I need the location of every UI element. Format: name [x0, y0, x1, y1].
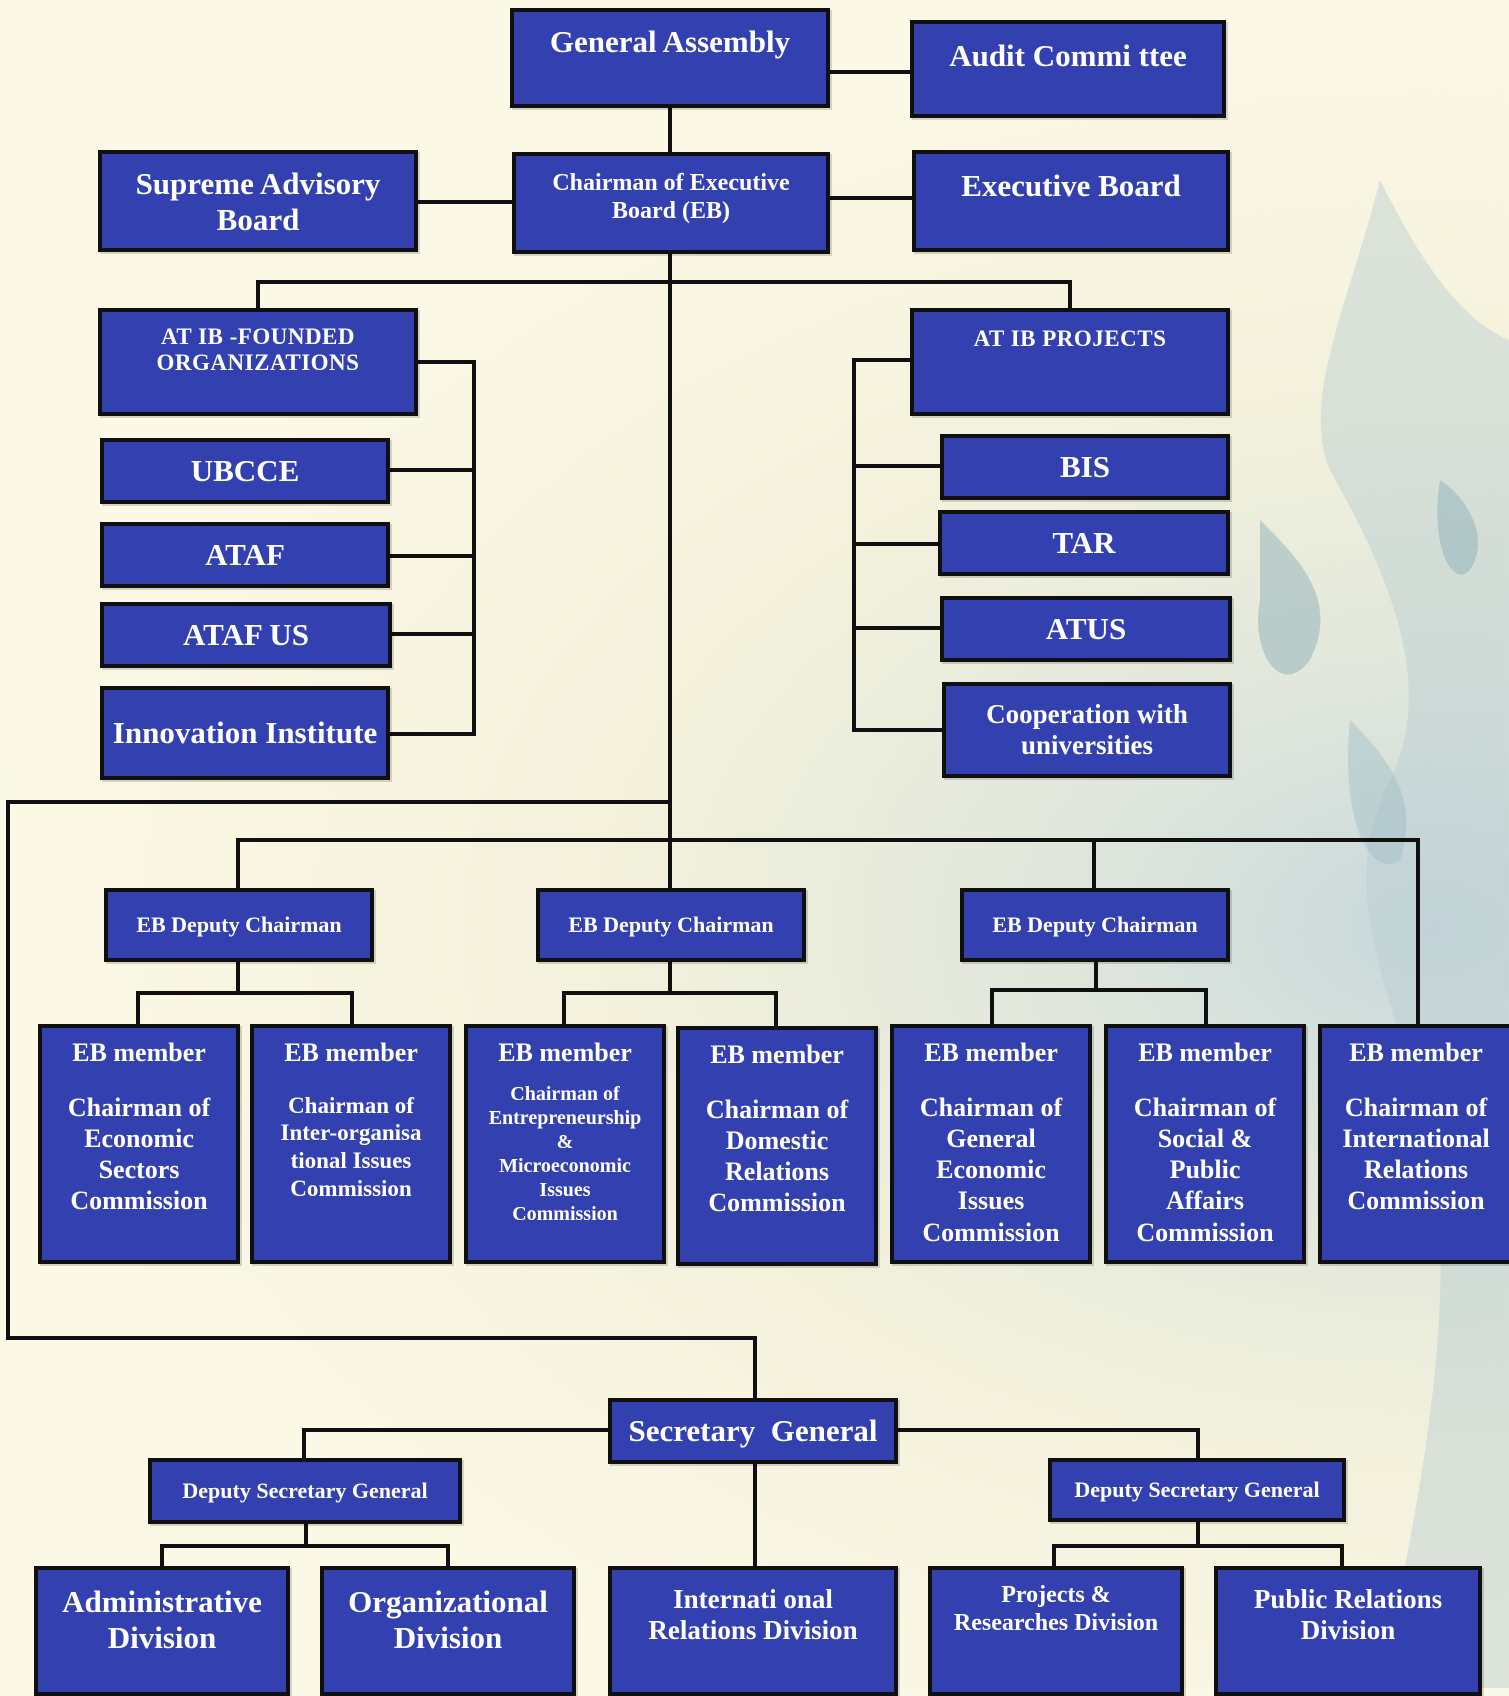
- founded-orgs-header-box: AT IB -FOUNDED ORGANIZATIONS: [98, 308, 418, 416]
- deputy-secretary-general-box: Deputy Secretary General: [148, 1458, 462, 1524]
- founded-org-label: UBCCE: [190, 453, 300, 489]
- eb-member-box: EB member Chairman of Entrepreneurship &…: [464, 1024, 666, 1264]
- division-label: Organizational Division: [348, 1584, 548, 1655]
- executive-board-box: Executive Board: [912, 150, 1230, 252]
- founded-org-box: ATAF: [100, 522, 390, 588]
- general-assembly-label: General Assembly: [549, 24, 791, 59]
- eb-member-role: Chairman of Social & Public Affairs Comm…: [1133, 1092, 1277, 1247]
- secretary-general-label: Secretary General: [628, 1413, 878, 1449]
- project-box: ATUS: [940, 596, 1232, 662]
- division-label: Projects & Researches Division: [953, 1582, 1159, 1636]
- chairman-eb-box: Chairman of Executive Board (EB): [512, 152, 830, 254]
- founded-org-label: ATAF: [205, 537, 285, 573]
- eb-member-title: EB member: [1349, 1038, 1483, 1067]
- eb-member-title: EB member: [710, 1040, 844, 1069]
- project-label: BIS: [1060, 449, 1110, 485]
- eb-deputy-chairman-box: EB Deputy Chairman: [960, 888, 1230, 962]
- supreme-advisory-board-label: Supreme Advisory Board: [135, 166, 381, 237]
- projects-header-label: AT IB PROJECTS: [973, 326, 1167, 351]
- eb-member-title: EB member: [924, 1038, 1058, 1067]
- division-box: Administrative Division: [34, 1566, 290, 1696]
- founded-org-box: ATAF US: [100, 602, 392, 668]
- eb-member-title: EB member: [498, 1038, 632, 1067]
- division-box: Organizational Division: [320, 1566, 576, 1696]
- founded-org-box: Innovation Institute: [100, 686, 390, 780]
- eb-member-box: EB member Chairman of Social & Public Af…: [1104, 1024, 1306, 1264]
- chairman-eb-label: Chairman of Executive Board (EB): [552, 170, 790, 224]
- division-box: Projects & Researches Division: [928, 1566, 1184, 1696]
- project-label: Cooperation with universities: [986, 698, 1188, 760]
- project-box: TAR: [938, 510, 1230, 576]
- eb-member-role: Chairman of Inter-organisa tional Issues…: [280, 1092, 422, 1201]
- eb-member-role: Chairman of Economic Sectors Commission: [67, 1092, 211, 1216]
- deputy-secretary-general-box: Deputy Secretary General: [1048, 1458, 1346, 1522]
- project-label: ATUS: [1045, 611, 1127, 647]
- division-box: Public Relations Division: [1214, 1566, 1482, 1696]
- eb-member-title: EB member: [284, 1038, 418, 1067]
- eb-member-role: Chairman of International Relations Comm…: [1342, 1092, 1490, 1216]
- projects-header-box: AT IB PROJECTS: [910, 308, 1230, 416]
- founded-org-label: ATAF US: [182, 617, 309, 653]
- deputy-secretary-general-label: Deputy Secretary General: [1074, 1477, 1320, 1503]
- eb-member-box: EB member Chairman of International Rela…: [1318, 1024, 1509, 1264]
- founded-org-label: Innovation Institute: [112, 715, 378, 751]
- deputy-secretary-general-label: Deputy Secretary General: [182, 1478, 428, 1504]
- eb-member-box: EB member Chairman of Domestic Relations…: [676, 1026, 878, 1266]
- eb-member-title: EB member: [1138, 1038, 1272, 1067]
- eb-member-role: Chairman of General Economic Issues Comm…: [919, 1092, 1063, 1247]
- division-label: Public Relations Division: [1253, 1584, 1443, 1646]
- division-label: Administrative Division: [62, 1584, 262, 1655]
- eb-member-role: Chairman of Entrepreneurship & Microecon…: [488, 1082, 642, 1225]
- founded-orgs-header-label: AT IB -FOUNDED ORGANIZATIONS: [156, 324, 360, 376]
- eb-member-box: EB member Chairman of General Economic I…: [890, 1024, 1092, 1264]
- eb-deputy-chairman-label: EB Deputy Chairman: [568, 912, 774, 938]
- project-box: BIS: [940, 434, 1230, 500]
- division-box: Internati onal Relations Division: [608, 1566, 898, 1696]
- founded-org-box: UBCCE: [100, 438, 390, 504]
- audit-committee-box: Audit Commi ttee: [910, 20, 1226, 118]
- eb-member-title: EB member: [72, 1038, 206, 1067]
- general-assembly-box: General Assembly: [510, 8, 830, 108]
- project-box: Cooperation with universities: [942, 682, 1232, 778]
- eb-deputy-chairman-box: EB Deputy Chairman: [536, 888, 806, 962]
- supreme-advisory-board-box: Supreme Advisory Board: [98, 150, 418, 252]
- eb-member-box: EB member Chairman of Economic Sectors C…: [38, 1024, 240, 1264]
- secretary-general-box: Secretary General: [608, 1398, 898, 1464]
- eb-deputy-chairman-label: EB Deputy Chairman: [992, 912, 1198, 938]
- eb-deputy-chairman-label: EB Deputy Chairman: [136, 912, 342, 938]
- eb-member-box: EB member Chairman of Inter-organisa tio…: [250, 1024, 452, 1264]
- division-label: Internati onal Relations Division: [648, 1584, 858, 1646]
- audit-committee-label: Audit Commi ttee: [949, 38, 1187, 73]
- executive-board-label: Executive Board: [961, 168, 1181, 203]
- project-label: TAR: [1052, 525, 1116, 561]
- eb-member-role: Chairman of Domestic Relations Commissio…: [705, 1094, 849, 1218]
- eb-deputy-chairman-box: EB Deputy Chairman: [104, 888, 374, 962]
